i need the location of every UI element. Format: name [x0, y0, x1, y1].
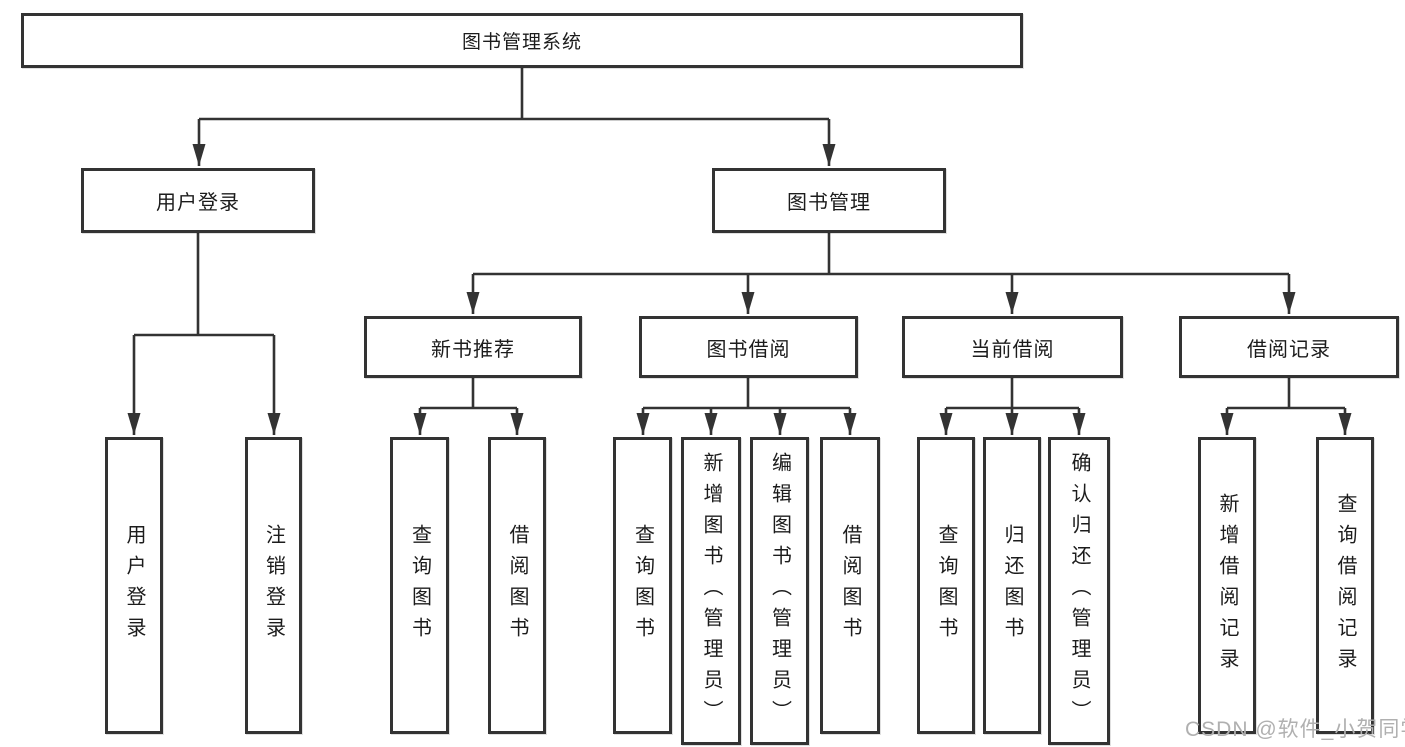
leaf-query-books-current: 查询图书: [917, 437, 975, 734]
node-label: 图书管理: [787, 192, 871, 214]
leaf-add-book-admin: 新增图书（管理员）: [681, 437, 741, 745]
leaf-add-borrow-record: 新增借阅记录: [1198, 437, 1256, 734]
leaf-edit-book-admin: 编辑图书（管理员）: [750, 437, 809, 745]
leaf-query-borrow-record: 查询借阅记录: [1316, 437, 1374, 734]
node-label: 当前借阅: [970, 338, 1055, 361]
node-label: 查询借阅记录: [1334, 492, 1356, 679]
node-borrowing-records: 借阅记录: [1179, 316, 1399, 378]
node-label: 用户登录: [123, 523, 145, 648]
leaf-confirm-return-admin: 确认归还（管理员）: [1048, 437, 1110, 745]
node-label: 借阅图书: [839, 523, 861, 648]
node-label: 归还图书: [1001, 523, 1023, 648]
node-book-borrowing: 图书借阅: [639, 316, 858, 378]
node-label: 注销登录: [262, 523, 285, 648]
node-current-borrowing: 当前借阅: [902, 316, 1123, 378]
node-label: 新书推荐: [431, 338, 515, 361]
node-label: 图书借阅: [706, 338, 791, 361]
node-label: 查询图书: [631, 523, 654, 648]
node-book-management: 图书管理: [712, 168, 946, 233]
watermark: CSDN @软件_小贺同学: [1185, 718, 1405, 741]
node-label: 新增借阅记录: [1216, 492, 1238, 679]
node-user-login: 用户登录: [81, 168, 315, 233]
leaf-logout: 注销登录: [245, 437, 302, 734]
node-label: 用户登录: [156, 192, 240, 214]
leaf-borrow-books-borrowing: 借阅图书: [820, 437, 880, 734]
leaf-user-login: 用户登录: [105, 437, 163, 734]
node-library-management-system: 图书管理系统: [21, 13, 1023, 68]
node-label: 图书管理系统: [461, 32, 582, 53]
node-label: 查询图书: [935, 523, 957, 648]
node-label: 新增图书（管理员）: [700, 451, 722, 731]
leaf-return-book: 归还图书: [983, 437, 1041, 734]
node-label: 确认归还（管理员）: [1068, 451, 1090, 731]
node-new-book-recommendation: 新书推荐: [364, 316, 582, 378]
node-label: 借阅图书: [506, 523, 528, 648]
node-label: 编辑图书（管理员）: [768, 451, 791, 731]
node-label: 查询图书: [408, 523, 431, 648]
node-label: 借阅记录: [1247, 338, 1331, 361]
leaf-query-books-recommend: 查询图书: [390, 437, 449, 734]
leaf-borrow-books-recommend: 借阅图书: [488, 437, 546, 734]
leaf-query-books-borrowing: 查询图书: [613, 437, 672, 734]
